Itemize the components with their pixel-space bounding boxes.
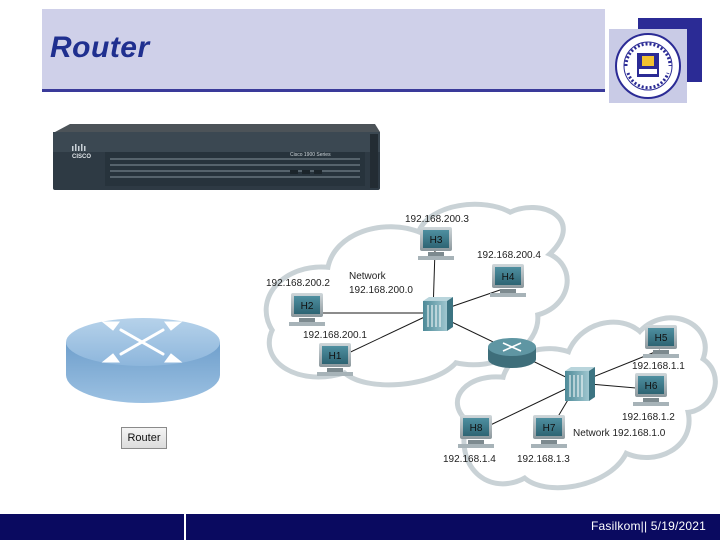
router-node-icon — [488, 338, 536, 368]
host-h4-ip: 192.168.200.4 — [477, 250, 541, 261]
host-h4-icon: H4 — [490, 264, 526, 297]
host-h3-ip: 192.168.200.3 — [405, 214, 469, 225]
footer-divider — [184, 514, 186, 540]
host-h6-name: H6 — [645, 381, 658, 392]
network-a-address: 192.168.200.0 — [349, 285, 413, 296]
footer-band: Fasilkom|| 5/19/2021 — [186, 514, 720, 540]
host-h5-ip: 192.168.1.1 — [632, 361, 685, 372]
switch-a-icon — [423, 297, 453, 331]
host-h7-icon: H7 — [531, 415, 567, 448]
switch-b-icon — [565, 367, 595, 401]
host-h1-ip: 192.168.200.1 — [303, 330, 367, 341]
university-seal-icon — [615, 33, 681, 99]
host-h6-ip: 192.168.1.2 — [622, 412, 675, 423]
slide-title: Router — [50, 31, 150, 64]
router-symbol-icon — [63, 310, 223, 415]
host-h2-name: H2 — [301, 301, 314, 312]
host-h2-icon: H2 — [289, 293, 325, 326]
host-h5-name: H5 — [655, 333, 668, 344]
network-b-label: Network 192.168.1.0 — [573, 428, 666, 439]
footer-text: Fasilkom|| 5/19/2021 — [591, 519, 706, 533]
host-h8-ip: 192.168.1.4 — [443, 454, 496, 465]
host-h1-icon: H1 — [317, 343, 353, 376]
host-h8-icon: H8 — [458, 415, 494, 448]
device-model: Cisco 1900 Series — [290, 152, 331, 158]
host-h7-ip: 192.168.1.3 — [517, 454, 570, 465]
host-h8-name: H8 — [470, 423, 483, 434]
host-h3-name: H3 — [430, 235, 443, 246]
footer-left-band — [0, 514, 184, 540]
network-a-label: Network — [349, 271, 387, 282]
university-logo — [609, 29, 687, 103]
host-h1-name: H1 — [329, 351, 342, 362]
host-h3-icon: H3 — [418, 227, 454, 260]
device-brand: CISCO — [72, 154, 91, 160]
host-h5-icon: H5 — [643, 325, 679, 358]
host-h7-name: H7 — [543, 423, 556, 434]
network-diagram: H3 H4 H2 H1 H5 — [255, 195, 720, 515]
host-h6-icon: H6 — [633, 373, 669, 406]
host-h2-ip: 192.168.200.2 — [266, 278, 330, 289]
router-label: Router — [121, 427, 167, 449]
title-band: Router — [42, 9, 605, 92]
host-h4-name: H4 — [502, 272, 515, 283]
router-device-photo: CISCO Cisco 1900 Series — [50, 122, 385, 199]
